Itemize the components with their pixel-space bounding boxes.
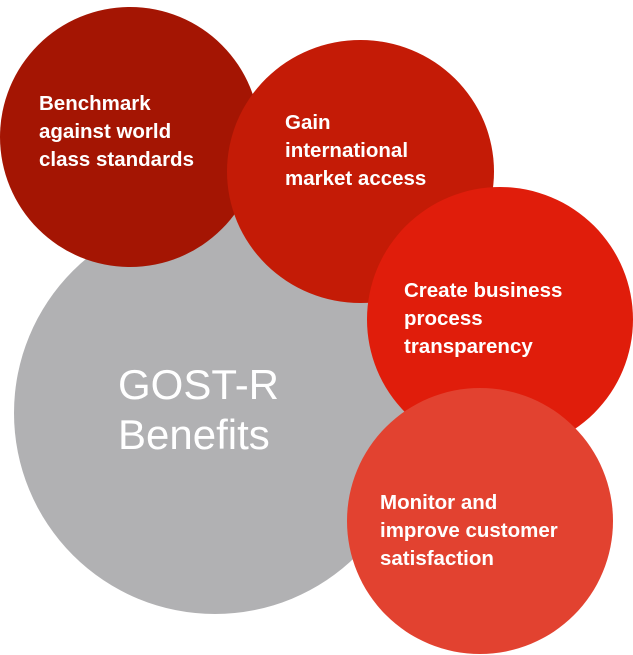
center-title-line-1: GOST-R — [118, 361, 280, 408]
center-title: GOST-R Benefits — [118, 360, 279, 460]
benefit-label-transparency: Create business process transparency — [404, 279, 563, 358]
benefit-circle-benchmark — [0, 7, 260, 267]
benefit-label-market-access: Gain international market access — [285, 111, 427, 190]
benefit-circle-customer-satisfaction — [347, 388, 613, 654]
center-title-line-2: Benefits — [118, 411, 270, 458]
benefit-label-customer-satisfaction: Monitor and improve customer satisfactio… — [380, 491, 558, 570]
benefit-label-benchmark: Benchmark against world class standards — [39, 92, 194, 171]
